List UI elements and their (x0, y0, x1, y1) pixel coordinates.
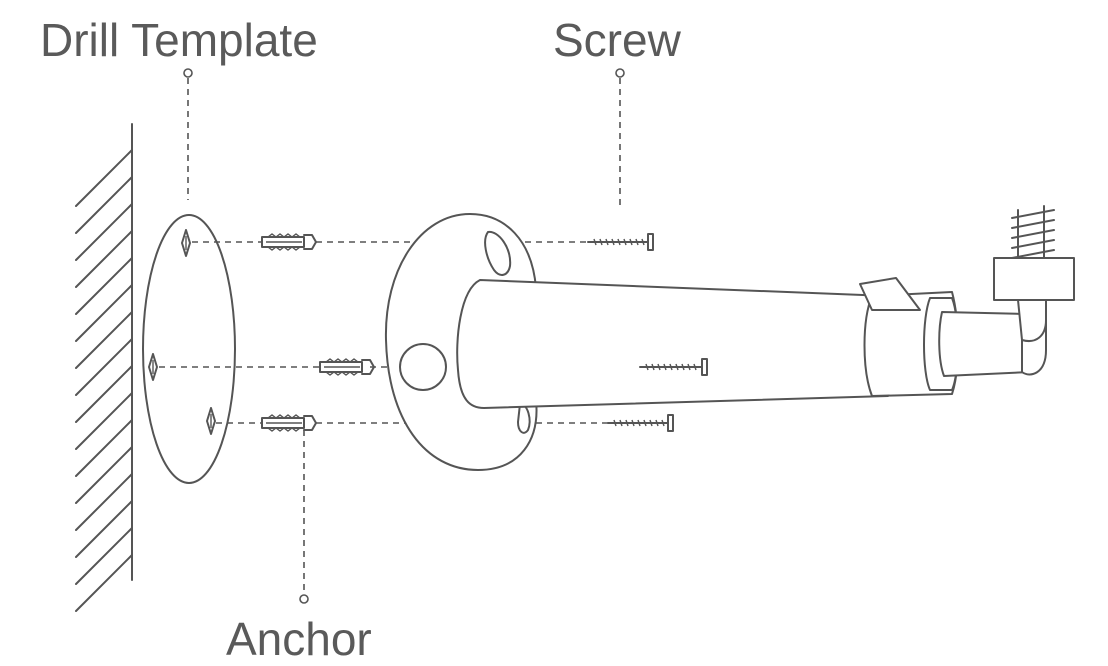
leader-anchor (299, 430, 309, 604)
leader-drill-template (183, 68, 193, 200)
wall-hatch-line (75, 257, 133, 315)
screw-top (587, 233, 654, 251)
label-anchor: Anchor (226, 613, 372, 665)
plate-slot-bottom (517, 403, 531, 434)
wall-hatch-line (75, 230, 133, 288)
drill-hole-marker-bottom (206, 407, 216, 435)
drill-hole-marker-middle (148, 353, 158, 381)
wall (75, 123, 133, 612)
plate-slot-top (484, 230, 512, 276)
anchor-top (261, 233, 317, 251)
drill-template (142, 214, 236, 484)
wall-hatch-line (75, 338, 133, 396)
label-drill-template: Drill Template (40, 14, 318, 66)
wall-hatch-line (75, 446, 133, 504)
wall-hatch-line (75, 149, 133, 207)
screw-bottom (607, 414, 674, 432)
wall-hatch-line (75, 500, 133, 558)
anchor-middle (319, 358, 375, 376)
wall-hatch-line (75, 284, 133, 342)
wall-hatch-line (75, 203, 133, 261)
label-screw: Screw (553, 14, 682, 66)
anchor-bottom (261, 414, 317, 432)
thread-screw (1011, 205, 1055, 259)
wall-hatch-line (75, 392, 133, 450)
screw-middle (639, 358, 708, 376)
wall-hatch-line (75, 176, 133, 234)
wall-hatch-line (75, 419, 133, 477)
leader-screw (615, 68, 625, 210)
wall-hatch-line (75, 365, 133, 423)
bracket-arm (456, 277, 1047, 409)
camera-mount-head (993, 205, 1075, 301)
wall-hatch-line (75, 473, 133, 531)
drill-hole-marker-top (181, 229, 191, 257)
plate-center-hole (399, 343, 447, 391)
wall-hatch-line (75, 554, 133, 612)
wall-hatch-line (75, 527, 133, 585)
wall-hatch-line (75, 311, 133, 369)
